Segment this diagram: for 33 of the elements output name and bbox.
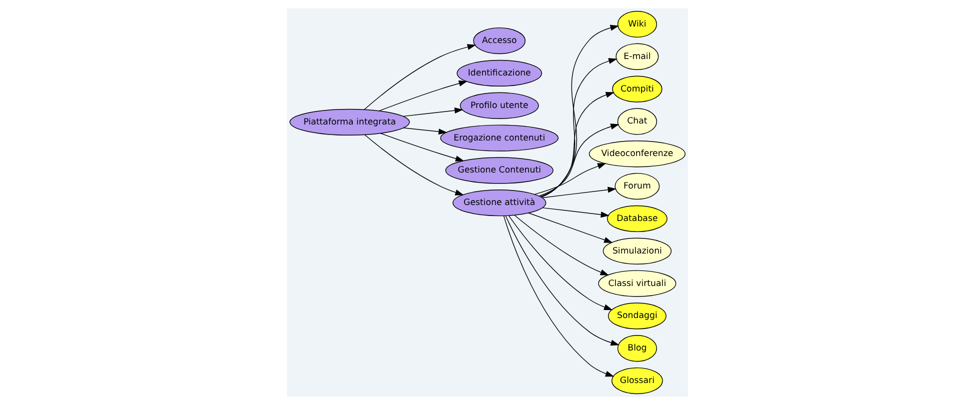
arrow [542,186,616,198]
node-ellipse: Gestione Contenuti [445,157,554,184]
node-ellipse: Glossari [612,367,663,394]
arrow [534,163,606,195]
node-ellipse: Wiki [617,10,657,38]
arrow [364,44,476,110]
arrow [514,215,609,276]
arrow [540,92,614,198]
node-ellipse: Database [607,205,668,232]
node-ellipse: Videoconferenze [588,140,686,168]
node-ellipse: Sondaggi [608,302,666,330]
arrow [378,80,468,112]
arrow [538,124,620,196]
node-ellipse: Blog [617,335,657,362]
node-ellipse: Chat [617,108,657,135]
arrow [542,207,610,218]
arrow [528,212,613,243]
arrow [505,215,620,346]
node-ellipse: E-mail [616,43,659,70]
node-ellipse: Forum [614,172,660,200]
arrow [503,215,614,377]
node-ellipse: Piattaforma integrata [290,108,410,136]
node-ellipse: Erogazione contenuti [440,124,559,152]
arrow [364,134,464,196]
arrow [380,133,464,162]
node-ellipse: Compiti [612,76,662,102]
node-ellipse: Profilo utente [460,92,539,119]
arrow [541,24,619,198]
arrow [403,128,448,135]
arrow [508,215,613,310]
arrow [402,108,464,117]
arrow [540,58,618,198]
node-ellipse: Accesso [473,27,526,54]
